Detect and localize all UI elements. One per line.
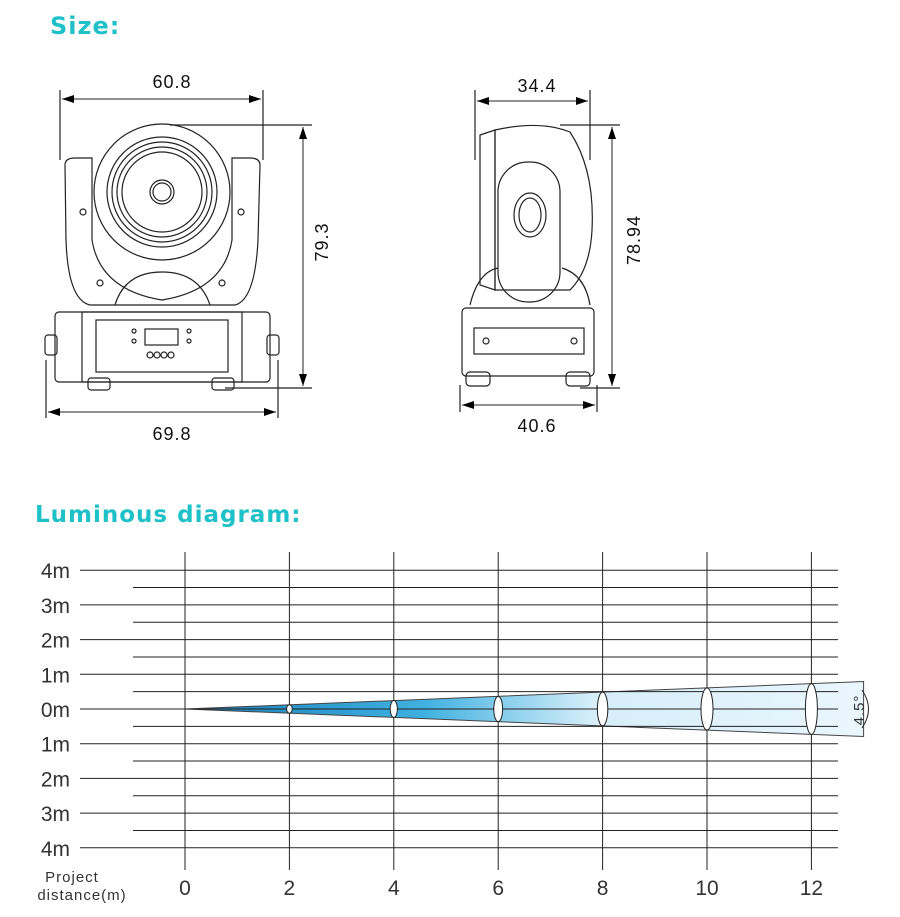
side-height-label: 78.94 [624,215,644,265]
front-view-drawing [44,90,312,418]
y-tick-label: 1m [41,734,70,757]
y-tick-label: 3m [41,803,70,826]
y-tick-label: 2m [41,768,70,791]
size-heading: Size: [50,12,121,40]
lens-marker [596,691,609,727]
beam-angle-label: 4.5° [851,695,868,726]
y-tick-label: 1m [41,664,70,687]
x-tick-label: 2 [284,877,296,900]
y-tick-label: 2m [41,630,70,653]
side-view-drawing [459,90,620,412]
front-height-label: 79.3 [312,222,332,261]
x-tick-label: 6 [492,877,504,900]
lens-marker [389,700,398,718]
lens-marker [493,695,504,723]
lens-marker [286,704,293,714]
side-width-top-label: 34.4 [517,76,556,96]
x-tick-label: 10 [695,877,718,900]
side-width-bottom-label: 40.6 [517,416,556,436]
x-axis-label-line1: Project [45,869,99,886]
x-tick-label: 0 [179,877,191,900]
front-width-top-label: 60.8 [152,72,191,92]
y-tick-label: 3m [41,595,70,618]
beam-angle-arc [861,689,869,729]
x-axis-label-line2: distance(m) [37,887,126,904]
y-tick-label: 0m [41,699,70,722]
x-tick-label: 8 [597,877,609,900]
y-tick-label: 4m [41,560,70,583]
lens-marker [804,683,818,735]
luminous-heading: Luminous diagram: [35,502,302,528]
lens-marker [700,687,714,731]
luminous-grid [80,552,838,870]
y-tick-label: 4m [41,838,70,861]
front-width-bottom-label: 69.8 [152,424,191,444]
x-tick-label: 4 [388,877,400,900]
x-tick-label: 12 [800,877,823,900]
